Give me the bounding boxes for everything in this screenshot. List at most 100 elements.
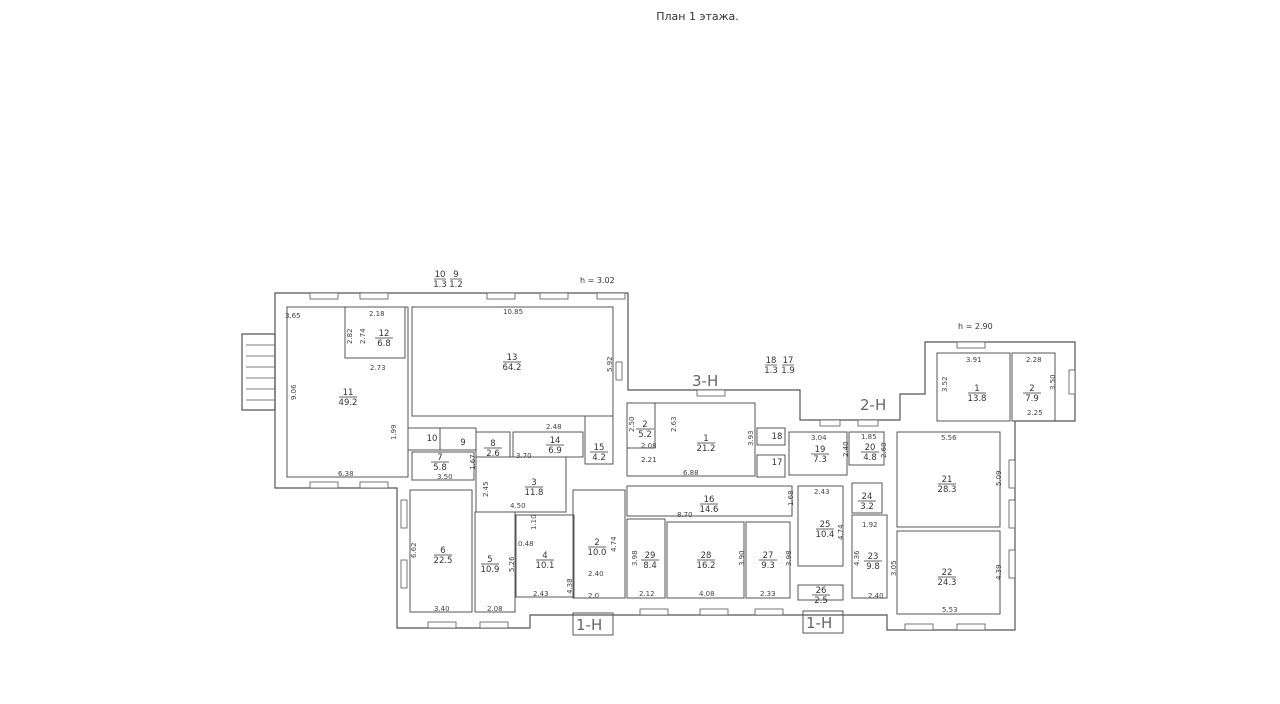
room-number: 7	[437, 453, 442, 463]
room-area: 9.3	[761, 561, 775, 571]
outside-room-area: 1.3	[764, 366, 778, 376]
window	[309, 292, 339, 300]
room-number: 3	[531, 478, 536, 488]
entrance-marker-1n-right: 1-Н	[806, 614, 832, 632]
outside-room-area: 1.2	[449, 280, 463, 290]
room-22	[896, 530, 1001, 615]
room-area: 16.2	[697, 561, 716, 571]
room-number: 17	[772, 458, 783, 468]
room-number: 2	[642, 420, 647, 430]
dimension-label: 2.33	[760, 590, 776, 598]
rooms	[286, 306, 1056, 615]
dimension-label: 4.74	[610, 536, 618, 552]
window	[696, 389, 726, 397]
dimension-label: 4.38	[566, 578, 574, 594]
room-13	[411, 306, 614, 417]
dimension-label: 3.50	[1049, 374, 1057, 390]
room-area: 6.8	[377, 339, 391, 349]
dimension-label: 1.92	[862, 521, 878, 529]
room-number: 2	[1029, 384, 1034, 394]
room-2	[1011, 352, 1056, 422]
room-area: 10.4	[816, 530, 835, 540]
dimension-label: 3.52	[941, 376, 949, 392]
room-area: 3.2	[860, 502, 874, 512]
dimension-label: 3.91	[966, 356, 982, 364]
room-number: 19	[815, 445, 826, 455]
window	[359, 292, 389, 300]
dimension-label: 2.12	[639, 590, 655, 598]
entrance-box-1n	[572, 612, 614, 636]
room-4	[515, 514, 575, 598]
room-5	[474, 511, 516, 613]
dimension-label: 6.38	[338, 470, 354, 478]
room-number: 29	[645, 551, 656, 561]
dimension-label: 5.92	[606, 356, 614, 372]
dimension-label: 6.88	[683, 469, 699, 477]
room-1	[626, 402, 756, 477]
room-20	[848, 431, 885, 466]
outside-room-number: 9	[453, 270, 458, 280]
room-area: 10.0	[588, 548, 607, 558]
dimension-label: 5.26	[508, 556, 516, 572]
room-number: 15	[594, 443, 605, 453]
dimension-label: 4.36	[853, 550, 861, 566]
dimension-label: 10.85	[503, 308, 523, 316]
dimension-label: 2.08	[487, 605, 503, 613]
dimension-label: 2.74	[359, 328, 367, 344]
dimension-label: 2.45	[482, 481, 490, 497]
dimension-label: 3.93	[747, 430, 755, 446]
outside-room-number: 18	[766, 356, 777, 366]
window	[539, 292, 569, 300]
room-number: 25	[820, 520, 831, 530]
dimension-label: 3.40	[434, 605, 450, 613]
room-area: 9.8	[866, 562, 880, 572]
window	[400, 559, 408, 589]
window	[956, 341, 986, 349]
room-area: 10.1	[536, 561, 555, 571]
room-number: 10	[427, 434, 438, 444]
room-area: 13.8	[968, 394, 987, 404]
room-17	[756, 454, 786, 478]
entrance-marker-2n: 2-Н	[860, 396, 886, 414]
room-area: 2.5	[814, 596, 828, 606]
ceiling-height-main: h = 3.02	[580, 276, 615, 285]
room-number: 16	[704, 495, 715, 505]
dimension-label: 2.43	[814, 488, 830, 496]
room-24	[851, 482, 883, 514]
room-number: 20	[865, 443, 876, 453]
room-number: 28	[701, 551, 712, 561]
window	[1068, 369, 1076, 395]
dimension-label: 4.39	[995, 564, 1003, 580]
room-15	[584, 415, 614, 465]
room-29	[626, 518, 666, 599]
room-area: 7.9	[1025, 394, 1039, 404]
room-16	[626, 485, 793, 517]
room-1	[936, 352, 1011, 422]
dimension-label: 2.50	[628, 416, 636, 432]
window	[479, 621, 509, 629]
room-number: 5	[487, 555, 492, 565]
room-number: 18	[772, 432, 783, 442]
room-number: 23	[868, 552, 879, 562]
plan-title: План 1 этажа.	[656, 10, 739, 23]
window	[1008, 459, 1016, 489]
room-25	[797, 485, 844, 567]
dimension-label: 5.56	[941, 434, 957, 442]
room-area: 2.6	[486, 449, 500, 459]
window	[486, 292, 516, 300]
room-number: 1	[974, 384, 979, 394]
room-7	[411, 451, 475, 481]
room-number: 6	[440, 546, 445, 556]
dimension-label: 2.28	[1026, 356, 1042, 364]
room-number: 9	[460, 438, 465, 448]
room-area: 11.8	[525, 488, 544, 498]
room-12	[344, 306, 406, 359]
dimension-label: 2.18	[369, 310, 385, 318]
window	[956, 623, 986, 631]
dimension-label: 0.48	[518, 540, 534, 548]
room-number: 26	[816, 586, 827, 596]
dimension-label: 3.04	[811, 434, 827, 442]
dimension-label: 5.53	[942, 606, 958, 614]
dimension-label: 3.05	[890, 560, 898, 576]
